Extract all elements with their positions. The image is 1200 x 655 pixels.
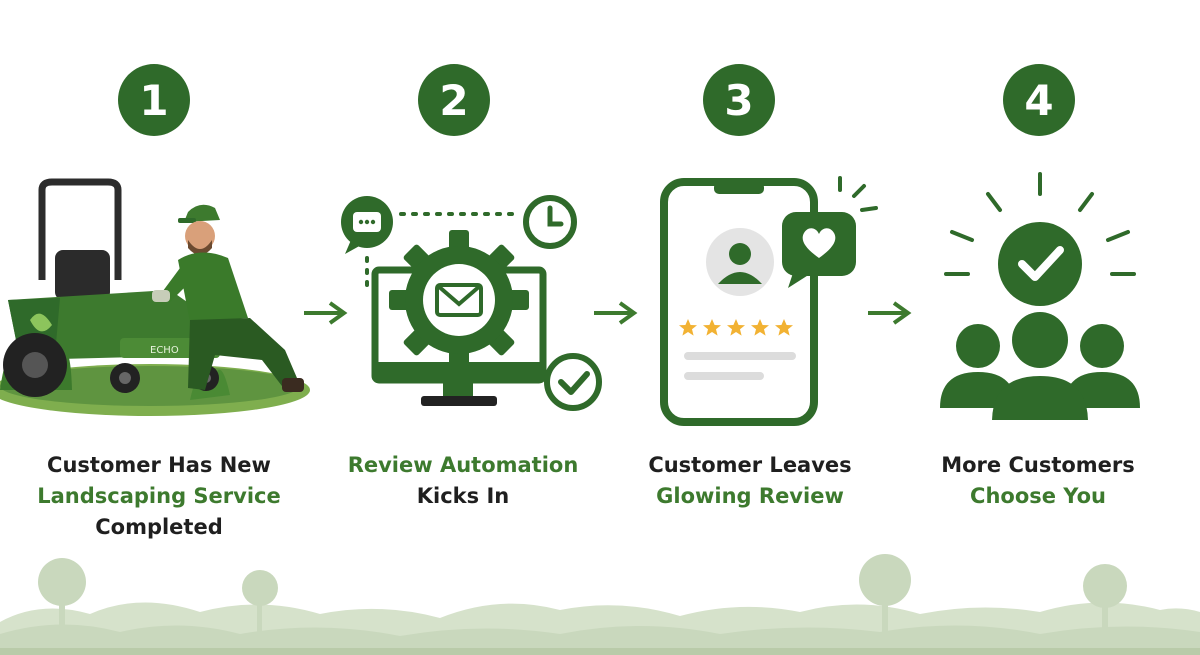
lawn-mower-worker-icon: ECHO — [0, 178, 310, 416]
arrow-right-icon — [868, 301, 912, 325]
step-4-number-badge: 4 — [1003, 64, 1075, 136]
customers-check-icon — [940, 172, 1140, 420]
step-4-caption: More Customers Choose You — [888, 450, 1188, 512]
step-1-caption: Customer Has New Landscaping Service Com… — [9, 450, 309, 543]
step-4-caption-highlight: Choose You — [970, 484, 1106, 508]
arrow-right-icon — [304, 301, 348, 325]
step-2-caption: Review Automation Kicks In — [313, 450, 613, 512]
step-1-number-badge: 1 — [118, 64, 190, 136]
arrow-right-icon — [594, 301, 638, 325]
step-4-caption-line: More Customers — [941, 453, 1135, 477]
five-star-rating-icon — [679, 319, 793, 336]
step-2-number-badge: 2 — [418, 64, 490, 136]
step-3-caption-line: Customer Leaves — [648, 453, 852, 477]
step-1-caption-highlight: Landscaping Service — [37, 484, 281, 508]
monitor-gear-email-icon — [341, 195, 602, 411]
step-1-caption-line: Completed — [95, 515, 223, 539]
step-2-caption-line: Kicks In — [416, 484, 510, 508]
step-3-caption: Customer Leaves Glowing Review — [600, 450, 900, 512]
landscape-silhouette-icon — [0, 554, 1200, 655]
step-1-caption-line: Customer Has New — [47, 453, 271, 477]
step-3-number-badge: 3 — [703, 64, 775, 136]
step-3-caption-highlight: Glowing Review — [656, 484, 844, 508]
mower-brand-label: ECHO — [150, 345, 179, 356]
step-2-caption-highlight: Review Automation — [347, 453, 579, 477]
phone-review-icon — [660, 176, 878, 426]
